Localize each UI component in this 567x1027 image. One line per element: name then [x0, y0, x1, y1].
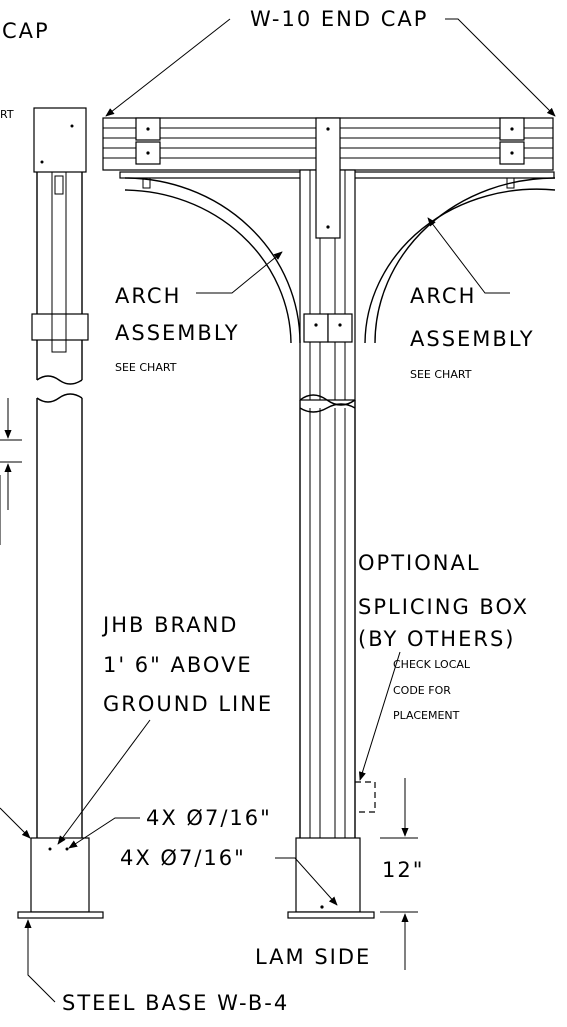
- splice-line-4: CHECK LOCAL: [393, 658, 471, 671]
- holes-left-label: 4X Ø7/16": [146, 806, 272, 830]
- edge-fragment: RT: [0, 108, 14, 121]
- clamp-right: [327, 313, 353, 343]
- arch-left-outer: [124, 177, 301, 344]
- lam-side-label: LAM SIDE: [255, 945, 371, 969]
- side-base-sleeve: [30, 837, 90, 913]
- leaders: [24, 18, 556, 1003]
- steel-base-label: STEEL BASE W-B-4: [62, 991, 289, 1015]
- brand-line-2: 1' 6" ABOVE: [103, 653, 253, 677]
- arch-right-label: ARCH: [410, 284, 476, 308]
- side-view-post: [17, 107, 104, 919]
- arch-left-assembly: ASSEMBLY: [115, 321, 240, 345]
- end-cap-label: W-10 END CAP: [250, 7, 428, 31]
- clamp-left: [303, 313, 329, 343]
- splicing-box-outline: [355, 781, 376, 813]
- arch-left-inner: [124, 189, 292, 344]
- side-clamp: [31, 313, 89, 341]
- front-base-plate: [287, 911, 375, 919]
- front-view-post: [102, 117, 556, 919]
- splice-line-5: CODE FOR: [393, 684, 451, 697]
- splice-line-6: PLACEMENT: [393, 709, 460, 722]
- arch-left-see-chart: SEE CHART: [115, 361, 177, 374]
- left-edge-dimension: [0, 398, 31, 839]
- arch-left-label: ARCH: [115, 284, 181, 308]
- splice-line-2: SPLICING BOX: [358, 595, 529, 619]
- brand-line-1: JHB BRAND: [101, 613, 238, 637]
- splice-line-1: OPTIONAL: [358, 551, 481, 575]
- holes-right-label: 4X Ø7/16": [120, 846, 246, 870]
- arch-right-inner: [364, 188, 556, 344]
- dimension-12in: [380, 778, 418, 970]
- brand-line-3: GROUND LINE: [103, 692, 273, 716]
- center-bracket: [315, 117, 341, 239]
- arch-plate-right: [343, 171, 555, 179]
- arch-right-assembly: ASSEMBLY: [410, 327, 535, 351]
- arch-right-see-chart: SEE CHART: [410, 368, 472, 381]
- cap-label-partial: CAP: [2, 19, 50, 43]
- front-base-sleeve: [295, 837, 361, 913]
- arch-plate-left: [119, 171, 321, 179]
- side-base-plate: [17, 911, 104, 919]
- dim-12-label: 12": [382, 858, 424, 882]
- splice-line-3: (BY OTHERS): [358, 627, 516, 651]
